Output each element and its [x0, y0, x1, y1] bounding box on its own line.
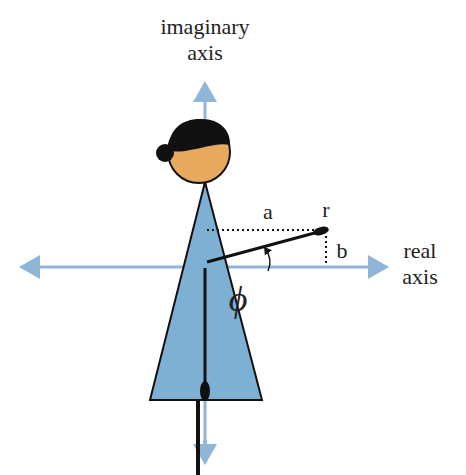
hand	[200, 381, 210, 401]
real-axis-left	[22, 266, 205, 269]
real-axis	[205, 266, 386, 269]
axis-label: real axis	[390, 238, 450, 291]
hair	[169, 119, 230, 152]
angle-label: ϕ	[218, 278, 258, 321]
axis-label: imaginary axis	[140, 14, 270, 67]
magnitude-label: r	[311, 197, 341, 223]
angle-arc	[265, 248, 270, 271]
hair-bun	[156, 144, 174, 162]
component-label: b	[327, 238, 357, 264]
a-guide	[207, 229, 318, 231]
imaginary-axis-down	[204, 440, 207, 462]
arm-pointing	[207, 231, 322, 262]
b-guide	[325, 236, 327, 266]
dress	[150, 182, 262, 400]
hand-point	[312, 225, 330, 237]
arm-down	[204, 268, 207, 385]
leg	[196, 395, 200, 475]
component-label: a	[253, 199, 283, 225]
